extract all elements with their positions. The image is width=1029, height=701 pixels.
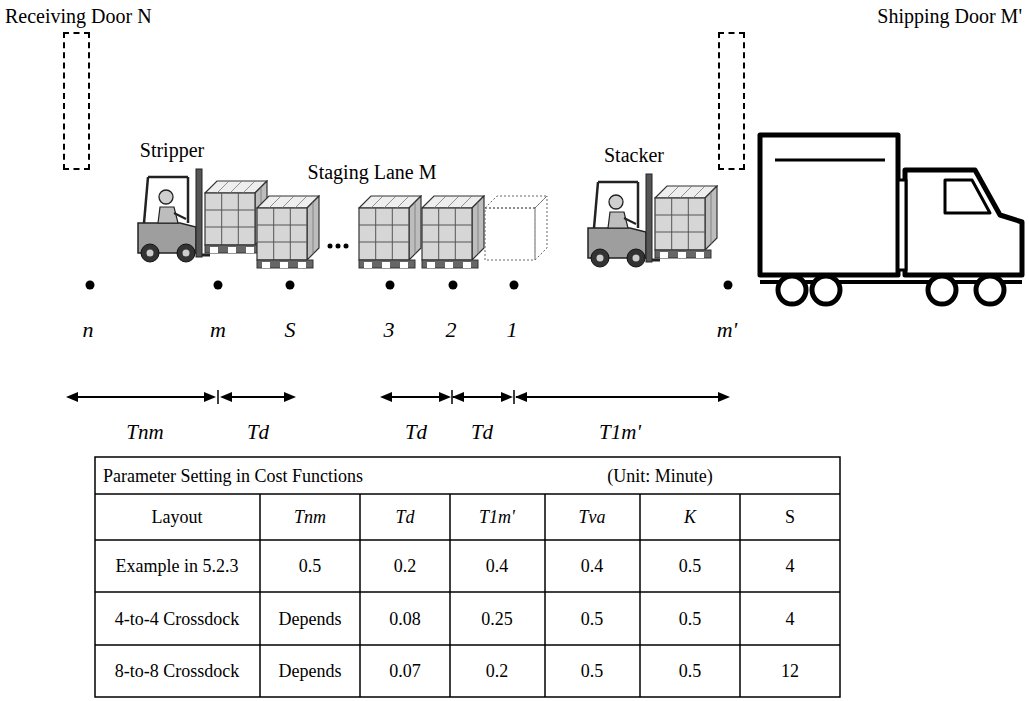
door-box: Receiving Door N: [5, 5, 152, 28]
position-letter: S: [285, 317, 296, 342]
table-cell: 0.07: [389, 661, 421, 682]
position-letter: m: [210, 317, 226, 342]
table-cell: 0.4: [486, 556, 509, 577]
position-dot: [86, 281, 733, 290]
table-cell: 0.5: [581, 661, 604, 682]
dimension-label: Tnm: [126, 420, 163, 444]
pallet-stack: [655, 186, 717, 258]
table-header: Tva: [579, 507, 606, 528]
truck: [760, 135, 1022, 304]
door-label: Receiving Door N: [5, 5, 152, 28]
position-letter: m': [717, 317, 738, 342]
stripper-forklift: [138, 169, 210, 262]
table-cell: 8-to-8 Crossdock: [115, 661, 240, 682]
table-cell: 0.2: [486, 661, 509, 682]
door-outline: [63, 32, 90, 170]
table-cell: 4-to-4 Crossdock: [115, 609, 240, 630]
table-header: Layout: [152, 507, 203, 528]
part-name: Stacker: [604, 144, 664, 167]
table-header: Td: [395, 507, 414, 528]
table-cell: 4: [786, 609, 795, 630]
table-cell: 0.08: [389, 609, 421, 630]
dimension-label: Td: [405, 420, 427, 444]
table-header: S: [785, 507, 795, 528]
dimension-label: Td: [471, 420, 493, 444]
position-letter: 3: [384, 317, 395, 342]
table-cell: 12: [781, 661, 799, 682]
ellipsis-dot: [328, 244, 333, 249]
table-header: T1m': [479, 507, 515, 528]
table-cell: 0.4: [581, 556, 604, 577]
table-header: K: [684, 507, 696, 528]
table-cell: 0.2: [394, 556, 417, 577]
part-name: Stripper: [140, 139, 204, 162]
ellipsis-dot: [336, 244, 341, 249]
part-name: Staging Lane M: [308, 161, 437, 184]
dimension-arrow: [66, 390, 730, 404]
table-title: Parameter Setting in Cost Functions: [103, 466, 363, 487]
pallet-stack: [422, 196, 484, 268]
dimension-label: Td: [247, 420, 269, 444]
table-grid: [95, 457, 840, 697]
table-unit: (Unit: Minute): [607, 466, 713, 487]
door-label: Shipping Door M': [877, 5, 1022, 28]
dimension-label: T1m': [599, 420, 641, 444]
pallet-stack: [359, 196, 421, 268]
position-letter: 2: [446, 317, 457, 342]
table-cell: Depends: [279, 661, 342, 682]
table-header: Tnm: [294, 507, 326, 528]
table-cell: Example in 5.2.3: [116, 556, 239, 577]
table-cell: 0.5: [679, 556, 702, 577]
position-letter: 1: [507, 317, 518, 342]
door-outline: [718, 32, 745, 170]
table-cell: 0.5: [299, 556, 322, 577]
table-cell: 4: [786, 556, 795, 577]
empty-slot: [485, 196, 547, 260]
stacker-forklift: [588, 174, 660, 267]
table-cell: 0.25: [481, 609, 513, 630]
position-letter: n: [83, 317, 94, 342]
pallet-stack: [257, 196, 319, 268]
table-cell: 0.5: [679, 609, 702, 630]
table-cell: 0.5: [581, 609, 604, 630]
table-cell: Depends: [279, 609, 342, 630]
door-box: Shipping Door M': [877, 5, 1022, 28]
ellipsis-dot: [344, 244, 349, 249]
table-cell: 0.5: [679, 661, 702, 682]
